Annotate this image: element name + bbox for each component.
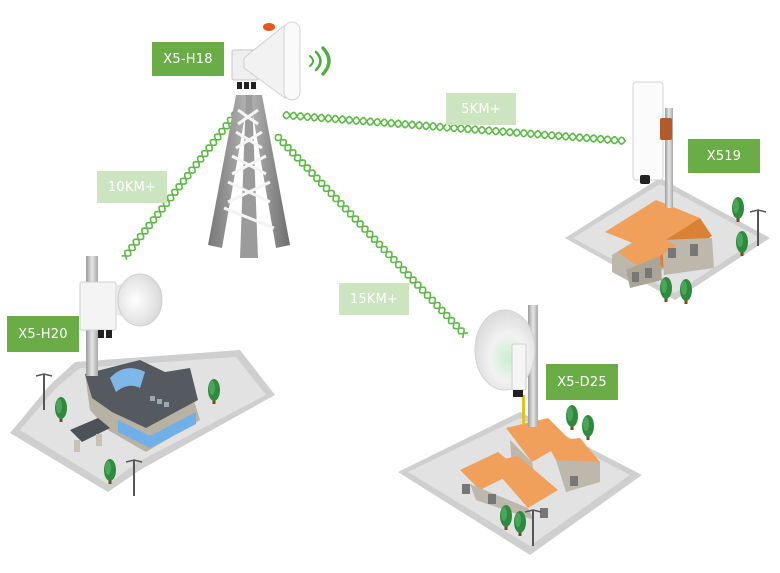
- distance-label-10km: 10KM+: [97, 171, 167, 203]
- signal-link-10km: [121, 111, 239, 260]
- signal-link-15km: [274, 133, 469, 338]
- wifi-signal-icon: [309, 46, 331, 76]
- x5-d25-site: [398, 405, 642, 555]
- x519-site: [565, 178, 770, 304]
- x519-panel-antenna: [632, 81, 672, 184]
- distance-label-5km: 5KM+: [446, 93, 516, 125]
- distance-label-15km: 15KM+: [339, 283, 409, 315]
- x5-h20-site: [10, 350, 275, 497]
- x5-h18-sector-antenna: [231, 21, 301, 101]
- device-label-x5-d25: X5-D25: [546, 364, 618, 400]
- lattice-tower: [208, 95, 290, 258]
- x5-h20-dish-antenna: [79, 273, 163, 338]
- x519-pole: [665, 108, 673, 208]
- device-label-x519: X519: [688, 139, 760, 173]
- device-label-x5-h18: X5-H18: [152, 42, 224, 76]
- x5-d25-dish-antenna: [474, 309, 536, 397]
- device-label-x5-h20: X5-H20: [7, 316, 79, 352]
